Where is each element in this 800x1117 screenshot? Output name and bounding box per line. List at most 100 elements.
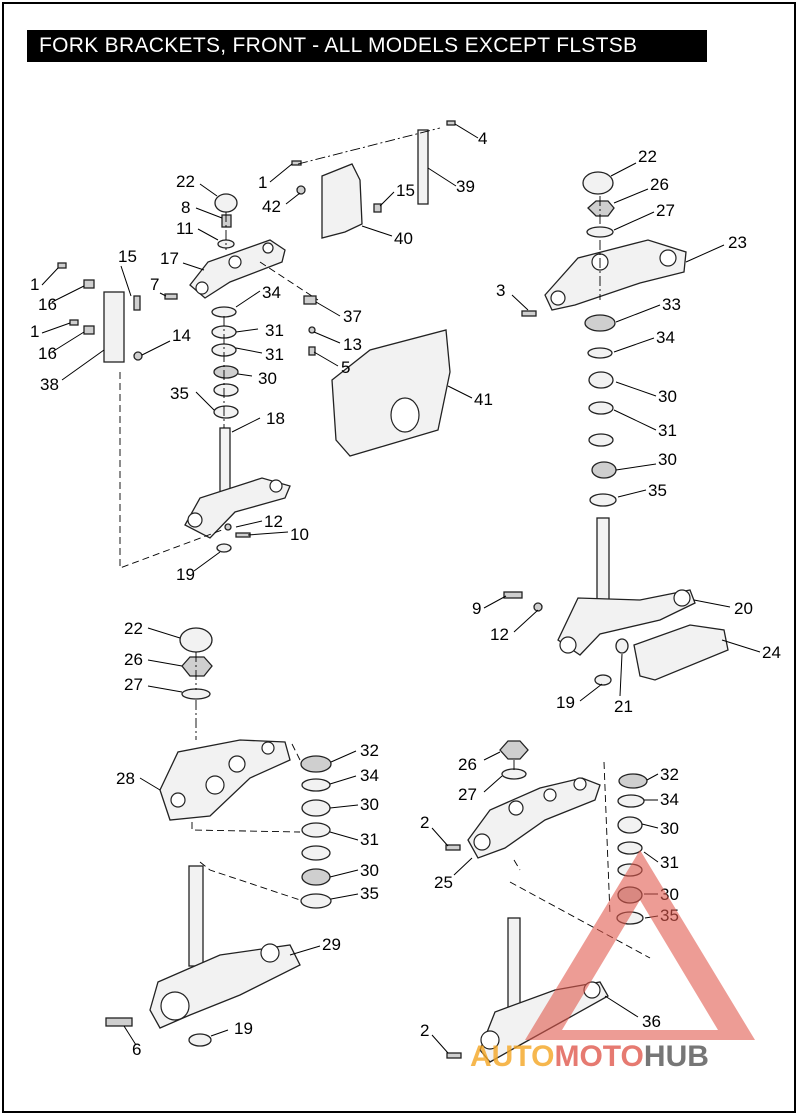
screw-1-a1 [57,262,67,269]
nut-13 [308,326,316,334]
clip-16-a1 [83,279,95,289]
callout-a12: 12 [264,512,283,531]
callout-b5: 5 [341,358,350,377]
bearing-30-d2 [301,868,331,886]
washer-34-c [587,347,613,359]
group-a-centerline [223,212,227,428]
group-a-upper-left [57,193,319,569]
ring-19-d [188,1033,212,1047]
callout-a10: 10 [290,525,309,544]
callout-e26: 26 [458,755,477,774]
callout-e34: 34 [660,790,679,809]
washer-27-e [501,768,527,780]
bracket-25-hole-2 [508,800,524,816]
callout-e27: 27 [458,785,477,804]
callout-a35: 35 [170,384,189,403]
bearing-30-e1 [617,816,643,834]
callout-c24: 24 [762,643,781,662]
bracket-28-hole-2 [205,775,225,795]
seal-35-d [300,893,332,909]
callout-a18: 18 [266,409,285,428]
stem-36 [507,917,521,1011]
lower-bracket-18 [184,477,291,539]
strap-39 [417,129,429,205]
callout-d29: 29 [322,935,341,954]
callout-b40: 40 [394,229,413,248]
screw-1-b [291,160,302,166]
watermark-part-moto: MOTO [554,1040,643,1073]
callout-c12: 12 [490,625,509,644]
bracket-25-hole-4 [573,777,587,791]
callout-c22: 22 [638,147,657,166]
watermark: AUTOMOTOHUB [470,850,755,1073]
cover-41-opening [390,397,420,433]
callout-d6: 6 [132,1040,141,1059]
bracket-18-hole-2 [269,479,283,493]
plug-21 [615,638,629,654]
callout-c31: 31 [658,421,677,440]
callout-a8: 8 [181,198,190,217]
washer-27-d [181,688,211,700]
callout-b42: 42 [262,197,281,216]
callout-e31: 31 [660,853,679,872]
group-c-right [503,171,729,686]
watermark-triangle [525,850,755,1040]
callout-e25: 25 [434,873,453,892]
clip-16-a2 [83,325,95,335]
callout-d35: 35 [360,884,379,903]
race-31-d2 [301,845,331,861]
callout-c21: 21 [614,697,633,716]
upper-bracket-25 [467,777,601,859]
callout-a34: 34 [262,283,281,302]
bracket-36-hole-1 [480,1030,500,1050]
callout-c27: 27 [656,201,675,220]
callout-c9: 9 [472,599,481,618]
callout-a16a: 16 [38,295,57,314]
screw-4 [446,120,456,126]
washer-34-e [617,794,645,808]
callout-a30: 30 [258,369,277,388]
bracket-28-hole-4 [261,741,275,755]
clip-15-a [133,295,141,311]
gear-nut-32-d [300,755,332,773]
nut-12-c [533,602,543,612]
cover-40 [321,163,363,239]
screw-5 [308,346,316,356]
leader-lines-c [483,162,761,702]
bolt-9 [503,591,523,599]
callout-e32: 32 [660,765,679,784]
leader-lines-d [123,627,359,1046]
callout-a19: 19 [176,565,195,584]
clip-15-b [373,203,382,213]
bracket-23-hole-1 [550,290,566,306]
callout-a17: 17 [160,249,179,268]
upper-bracket-23 [544,239,687,311]
bolt-7 [164,293,178,300]
race-31-c2 [588,433,614,447]
bracket-28-hole-1 [170,792,186,808]
bearing-30-c1 [588,371,614,389]
callout-a14: 14 [172,326,191,345]
callout-a11: 11 [176,219,194,238]
washer-34-d [301,778,331,792]
bracket-18-hole-1 [187,512,203,528]
callout-c20: 20 [734,599,753,618]
bracket-25-hole-1 [473,833,491,851]
bracket-17-hole-1 [195,281,209,295]
gear-nut-33 [584,314,616,332]
bracket-25-hole-3 [543,788,557,802]
page-title: FORK BRACKETS, FRONT - ALL MODELS EXCEPT… [27,30,707,62]
upper-bracket-17 [189,239,286,299]
callout-b13: 13 [343,335,362,354]
callout-c19: 19 [556,693,575,712]
clip-37 [303,295,317,305]
group-a-dash-route [119,261,319,569]
callout-c35: 35 [648,481,667,500]
screw-1-a2 [69,319,79,326]
leader-lines-b [269,123,479,399]
cap-22-c [582,171,614,195]
ring-19-c [594,674,612,686]
race-31-c1 [588,401,614,415]
